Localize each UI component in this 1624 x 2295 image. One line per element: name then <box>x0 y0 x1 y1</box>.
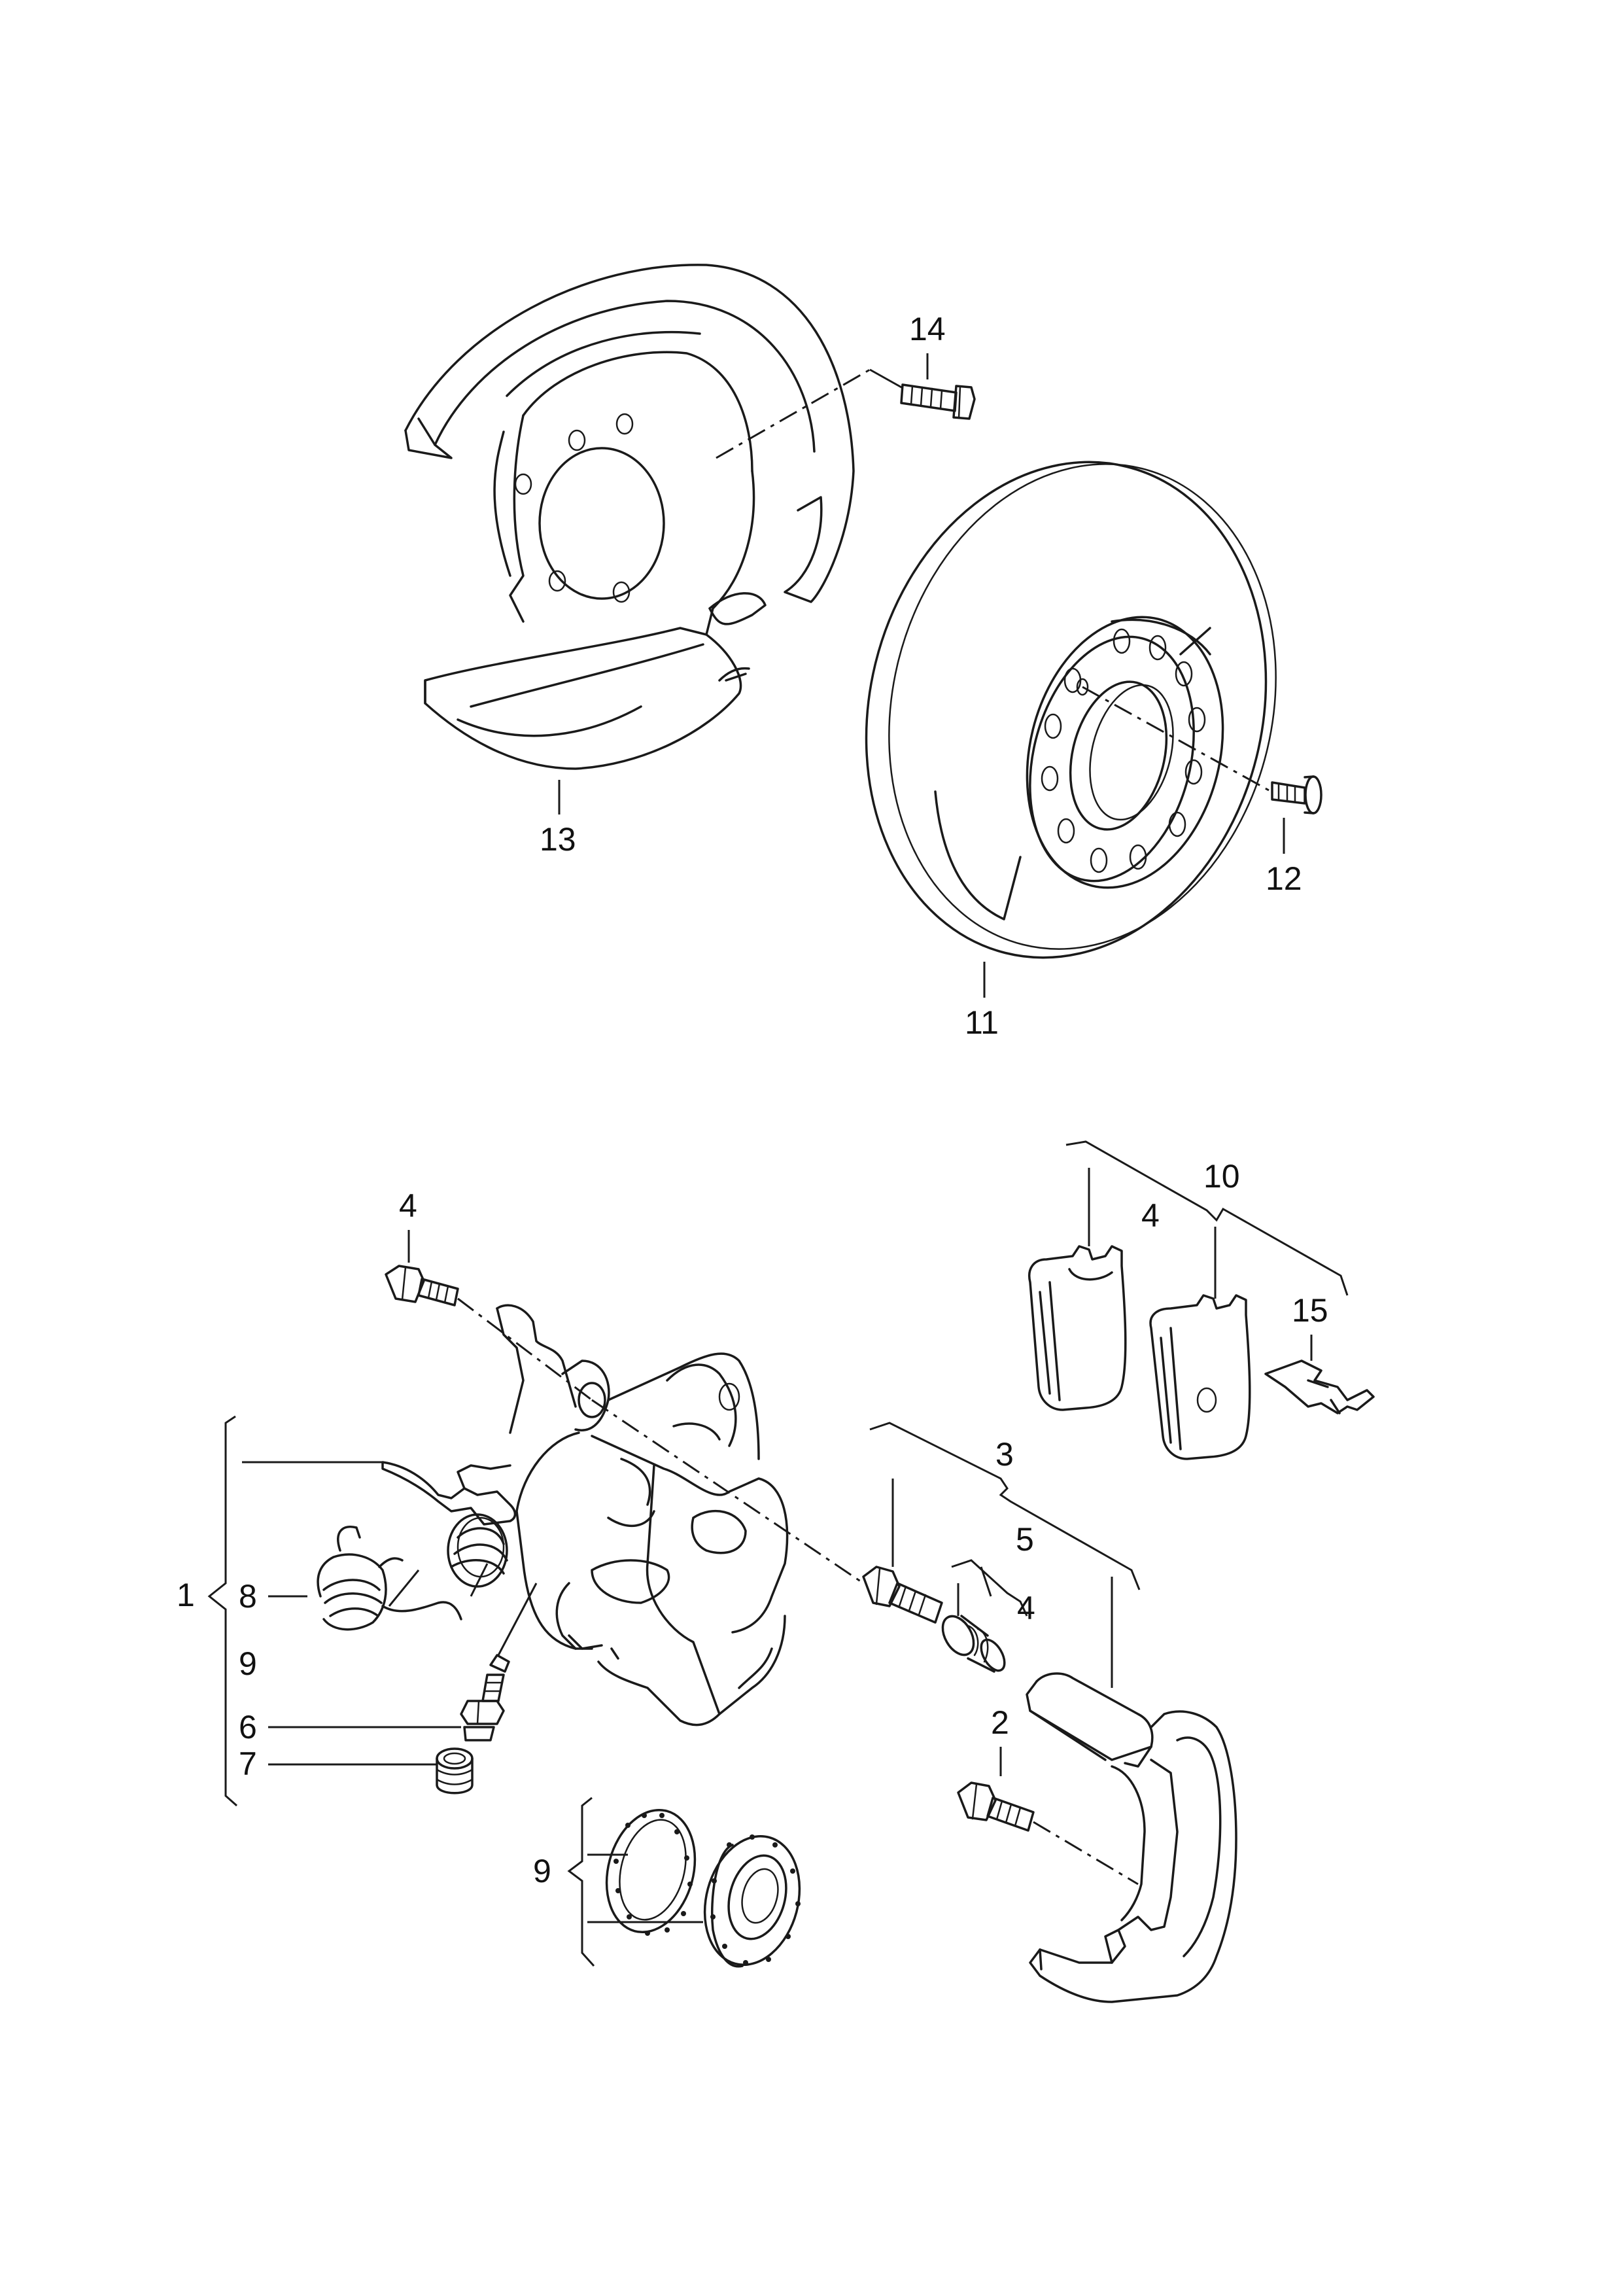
repair-kit-dots <box>613 1813 801 1965</box>
callout-15: 15 <box>1292 1292 1328 1329</box>
dust-cap-7[interactable] <box>436 1747 474 1795</box>
carrier-bolt-2[interactable] <box>957 1781 1035 1832</box>
guide-boot-5[interactable] <box>937 1611 1009 1674</box>
caliper-carrier-3[interactable] <box>1026 1672 1237 2003</box>
callout-13: 13 <box>540 821 576 858</box>
disc-screw-12[interactable] <box>1271 775 1322 815</box>
brake-disc-11[interactable] <box>815 419 1326 1000</box>
callout-numbers: 13 14 12 11 4 10 4 15 3 5 4 2 1 8 9 6 7 … <box>177 311 1328 1889</box>
callout-4-bolt: 4 <box>399 1187 417 1224</box>
pad-clip-15[interactable] <box>1264 1359 1375 1414</box>
callout-3: 3 <box>995 1436 1014 1473</box>
top-leaders <box>558 353 1285 998</box>
callout-7: 7 <box>239 1745 257 1782</box>
callout-2: 2 <box>991 1704 1009 1741</box>
repair-kit-9[interactable] <box>594 1800 814 1975</box>
callout-5: 5 <box>1016 1521 1034 1558</box>
callout-10: 10 <box>1203 1158 1240 1195</box>
guide-pin-bolt-3[interactable] <box>862 1566 943 1624</box>
callout-8: 8 <box>239 1578 257 1615</box>
bottom-leaders <box>207 1140 1349 1967</box>
shield-bolt-14[interactable] <box>900 383 976 420</box>
callout-11: 11 <box>965 1004 999 1041</box>
callout-9-list: 9 <box>239 1645 257 1682</box>
handbrake-spring-8[interactable] <box>317 1461 517 1631</box>
callout-4-pads: 4 <box>1141 1197 1160 1234</box>
callout-1: 1 <box>177 1577 195 1613</box>
callout-9-kit: 9 <box>533 1853 551 1889</box>
callout-14: 14 <box>909 311 946 347</box>
brake-pads-10[interactable] <box>1028 1245 1251 1460</box>
bleed-valve-6[interactable] <box>460 1654 510 1742</box>
callout-6: 6 <box>239 1709 257 1745</box>
brake-caliper-1[interactable] <box>496 1304 789 1726</box>
dust-shield-13[interactable] <box>404 264 855 770</box>
callout-4-pin: 4 <box>1017 1590 1035 1626</box>
callout-12: 12 <box>1266 860 1302 897</box>
caliper-bolt-4-upper[interactable] <box>385 1265 459 1306</box>
